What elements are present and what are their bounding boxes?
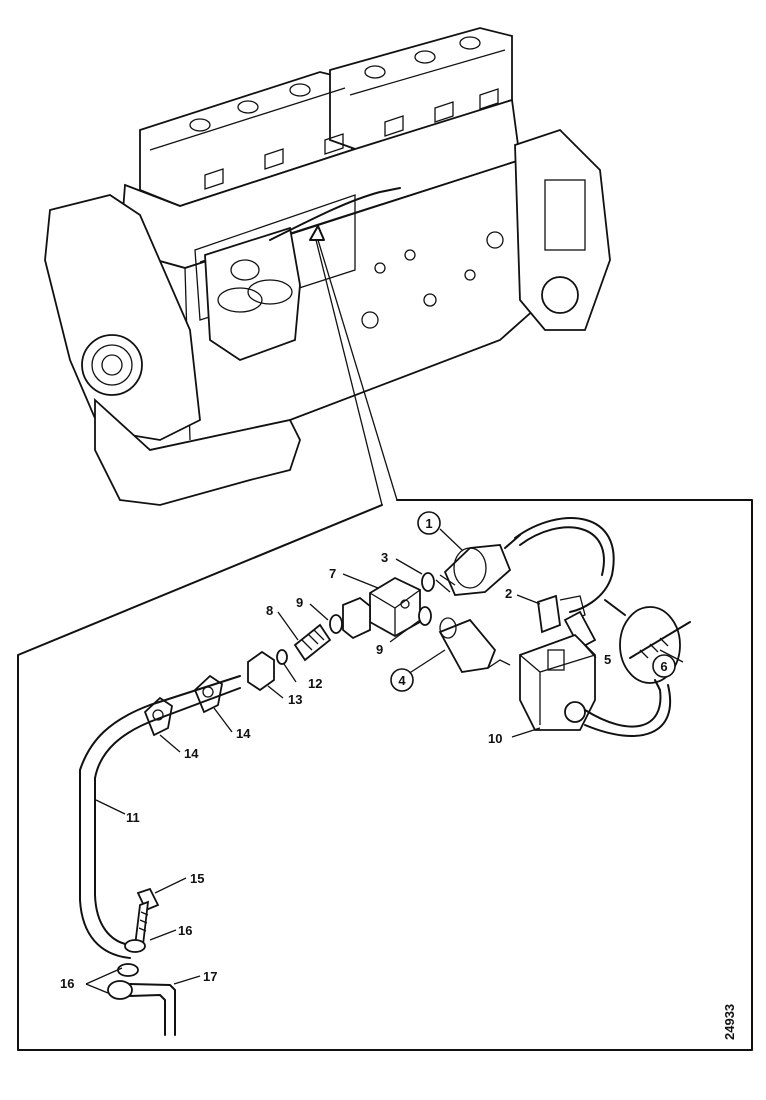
callout-10: 10 <box>488 731 502 746</box>
callout-17: 17 <box>203 969 217 984</box>
return-pipe <box>584 679 662 728</box>
svg-text:4: 4 <box>398 673 406 688</box>
ring <box>276 649 288 665</box>
callout-2: 2 <box>505 586 512 601</box>
callout-5: 5 <box>604 652 611 667</box>
detail-frame <box>17 499 753 1051</box>
engine-illustration <box>44 27 611 506</box>
pipe-clip <box>193 674 223 714</box>
oil-filter <box>438 617 511 673</box>
callout-8: 8 <box>266 603 273 618</box>
callout-9: 9 <box>296 595 303 610</box>
sealing-washer <box>124 939 146 953</box>
callout-16-lower: 16 <box>60 976 74 991</box>
leader-lines <box>85 528 684 994</box>
adapter-block <box>342 576 421 640</box>
drawing-code: 24933 <box>722 1004 737 1040</box>
svg-text:1: 1 <box>425 516 432 531</box>
feed-pipe <box>129 983 176 1036</box>
nut <box>247 650 275 692</box>
oil-pipe <box>79 675 241 959</box>
callout-6: 6 <box>652 654 676 678</box>
union-fitting <box>293 623 332 662</box>
connector <box>537 594 586 634</box>
callout-1: 1 <box>417 511 441 535</box>
washer <box>329 614 343 634</box>
sealing-washer <box>117 963 139 977</box>
callout-16: 16 <box>178 923 192 938</box>
callout-9-lower: 9 <box>376 642 383 657</box>
callout-7: 7 <box>329 566 336 581</box>
relief-valve <box>604 599 691 684</box>
callout-15: 15 <box>190 871 204 886</box>
callout-12: 12 <box>308 676 322 691</box>
svg-text:6: 6 <box>660 659 667 674</box>
banjo-bolt <box>133 887 160 948</box>
valve-housing <box>519 633 596 731</box>
callout-14: 14 <box>236 726 251 741</box>
banjo-fitting <box>107 980 133 1000</box>
pipe-clip <box>143 696 173 737</box>
leader-arrow <box>309 225 398 506</box>
washer <box>421 572 435 592</box>
callout-14-lower: 14 <box>184 746 199 761</box>
callout-13: 13 <box>288 692 302 707</box>
callout-4: 4 <box>390 668 414 692</box>
washer <box>418 606 432 626</box>
callout-3: 3 <box>381 550 388 565</box>
callout-11: 11 <box>126 810 140 825</box>
sensor-cable <box>514 517 615 613</box>
